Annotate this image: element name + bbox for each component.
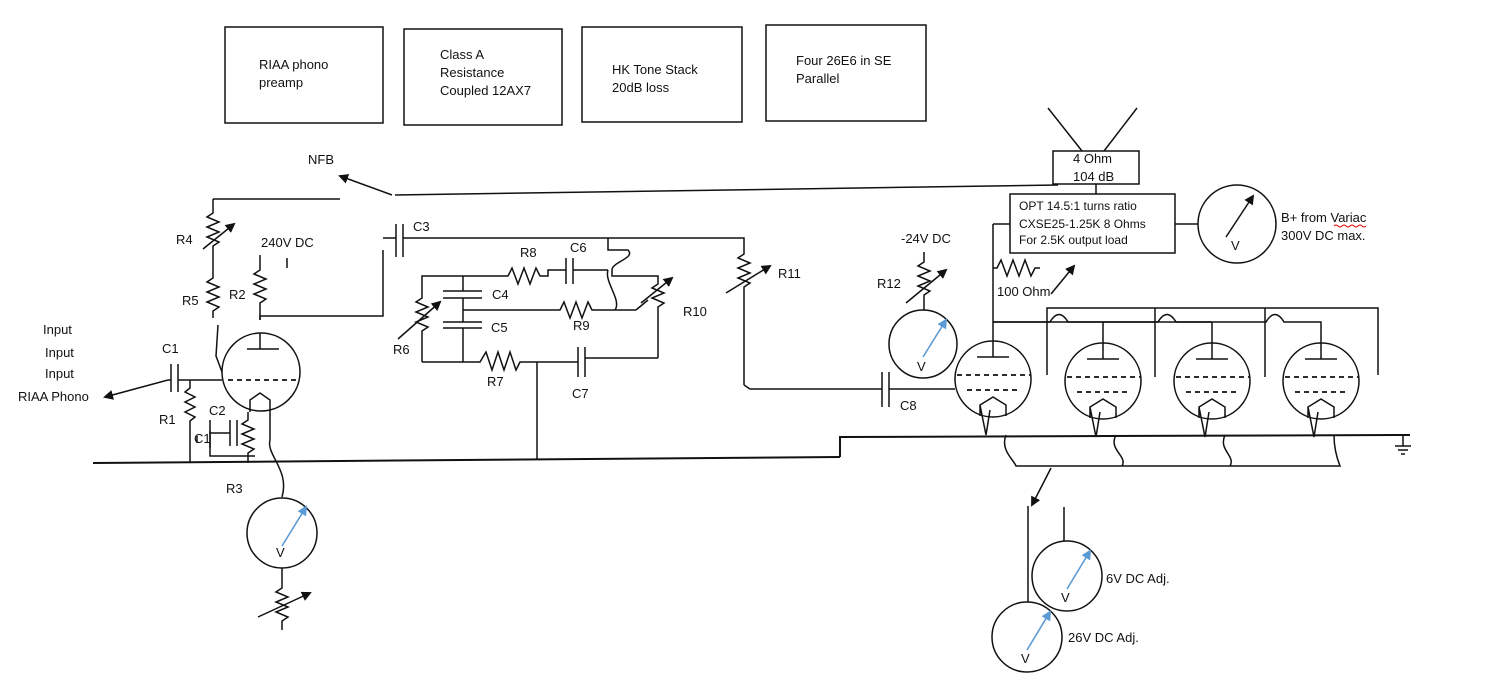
r5-label: R5 <box>182 293 199 308</box>
svg-text:V: V <box>1061 590 1070 605</box>
voltmeter-bplus: V B+ from Variac 300V DC max. <box>1197 184 1367 264</box>
svg-text:Resistance: Resistance <box>440 65 504 80</box>
svg-text:For 2.5K output load: For 2.5K output load <box>1019 233 1128 247</box>
svg-text:RIAA phono: RIAA phono <box>259 57 328 72</box>
power-tube-4 <box>1282 342 1360 438</box>
speaker-4ohm: 4 Ohm 104 dB <box>1047 107 1140 194</box>
r7-label: R7 <box>487 374 504 389</box>
r9-label: R9 <box>573 318 590 333</box>
output-wiring: 100 Ohm <box>992 223 1379 507</box>
c7-label: C7 <box>572 386 589 401</box>
r8-label: R8 <box>520 245 537 260</box>
power-tube-1 <box>954 326 1032 436</box>
block-tone-stack: HK Tone Stack 20dB loss <box>581 26 743 123</box>
input-stage: Input Input Input RIAA Phono C1 R1 R4 R5… <box>18 199 396 498</box>
c1b-label: C1 <box>194 431 211 446</box>
triode-tube-12ax7 <box>221 332 301 412</box>
voltmeter-bias: V <box>888 309 958 379</box>
output-stage: C8 -24V DC R12 <box>877 231 955 413</box>
c1-label: C1 <box>162 341 179 356</box>
voltmeter-6v: V 6V DC Adj. <box>1031 507 1170 612</box>
voltmeter-input-stage: V <box>246 497 318 630</box>
svg-text:Coupled 12AX7: Coupled 12AX7 <box>440 83 531 98</box>
dc26-label: 26V DC Adj. <box>1068 630 1139 645</box>
c5-label: C5 <box>491 320 508 335</box>
r12-label: R12 <box>877 276 901 291</box>
svg-text:V: V <box>917 359 926 374</box>
svg-text:Parallel: Parallel <box>796 71 839 86</box>
block-output-stage: Four 26E6 in SE Parallel <box>765 24 927 122</box>
power-tube-2 <box>1064 342 1142 438</box>
riaa-phono-label: RIAA Phono <box>18 389 89 404</box>
c3-label: C3 <box>413 219 430 234</box>
meter-symbol: V <box>276 545 285 560</box>
neg24-label: -24V DC <box>901 231 951 246</box>
svg-text:Four 26E6 in SE: Four 26E6 in SE <box>796 53 892 68</box>
tone-stack-network: C3 R8 C6 C4 C5 R6 R9 R10 R7 C7 R11 <box>393 219 882 460</box>
voltmeter-26v: V 26V DC Adj. <box>991 506 1139 673</box>
r4-label: R4 <box>176 232 193 247</box>
nfb-label: NFB <box>308 152 334 167</box>
svg-text:20dB loss: 20dB loss <box>612 80 670 95</box>
input-label-3: Input <box>45 366 74 381</box>
svg-text:OPT 14.5:1 turns ratio: OPT 14.5:1 turns ratio <box>1019 199 1137 213</box>
nfb-feedback-line: NFB <box>213 152 1059 200</box>
input-label-1: Input <box>43 322 72 337</box>
ground-bus <box>92 434 1411 464</box>
v240-label: 240V DC <box>261 235 314 250</box>
output-transformer: OPT 14.5:1 turns ratio CXSE25-1.25K 8 Oh… <box>1009 193 1199 254</box>
power-tube-3 <box>1173 342 1251 438</box>
input-label-2: Input <box>45 345 74 360</box>
svg-text:4 Ohm: 4 Ohm <box>1073 151 1112 166</box>
r11-label: R11 <box>778 266 801 281</box>
c2-label: C2 <box>209 403 226 418</box>
c6-label: C6 <box>570 240 587 255</box>
block-class-a: Class A Resistance Coupled 12AX7 <box>403 28 563 126</box>
r10-label: R10 <box>683 304 707 319</box>
r6-label: R6 <box>393 342 410 357</box>
svg-text:V: V <box>1231 238 1240 253</box>
dc6-label: 6V DC Adj. <box>1106 571 1170 586</box>
block-riaa-preamp: RIAA phono preamp <box>224 26 384 124</box>
ohm100-label: 100 Ohm <box>997 284 1050 299</box>
bplus-label-line2: 300V DC max. <box>1281 228 1366 243</box>
svg-text:Class A: Class A <box>440 47 484 62</box>
svg-text:CXSE25-1.25K 8 Ohms: CXSE25-1.25K 8 Ohms <box>1019 217 1146 231</box>
svg-text:V: V <box>1021 651 1030 666</box>
r3-label: R3 <box>226 481 243 496</box>
svg-text:104 dB: 104 dB <box>1073 169 1114 184</box>
bplus-label-line1: B+ from Variac <box>1281 210 1367 225</box>
r2-label: R2 <box>229 287 246 302</box>
c4-label: C4 <box>492 287 509 302</box>
c8-label: C8 <box>900 398 917 413</box>
svg-text:HK Tone Stack: HK Tone Stack <box>612 62 698 77</box>
svg-text:preamp: preamp <box>259 75 303 90</box>
r1-label: R1 <box>159 412 176 427</box>
